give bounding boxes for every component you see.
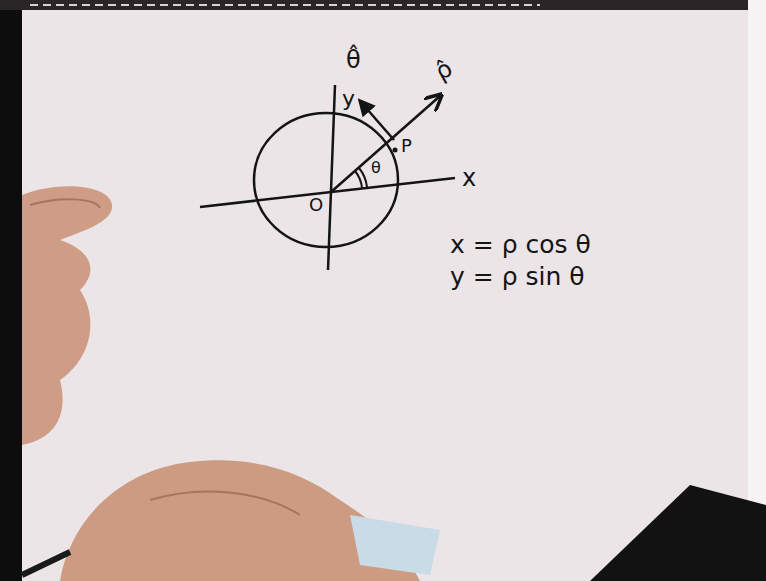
finger-shade [30,199,100,208]
rho-vector [331,96,440,192]
paper-stack [748,0,766,581]
axis-label: x [462,166,476,190]
theta-vector [360,101,394,140]
angle-arc [355,171,362,188]
point-dot [393,148,398,153]
top-edge [0,0,766,10]
origin-label: O [309,196,323,214]
left-hand [22,186,112,445]
angle-label: θ [371,160,381,176]
dark-edge [0,0,22,581]
dashed-edge [30,4,540,6]
axis-label: y [342,88,355,110]
pen [22,552,70,575]
dark-cloth [590,485,766,581]
hand-shade [150,492,300,515]
equation: y = ρ sin θ [450,264,585,289]
x-axis [200,178,455,207]
unit-vector-label: ρ̂ [431,56,456,84]
circle [254,113,398,247]
equation: x = ρ cos θ [450,232,591,257]
angle-arc [359,168,367,187]
sleeve [350,515,440,575]
unit-vector-label: θ̂ [346,48,361,72]
point-label: P [401,137,412,155]
